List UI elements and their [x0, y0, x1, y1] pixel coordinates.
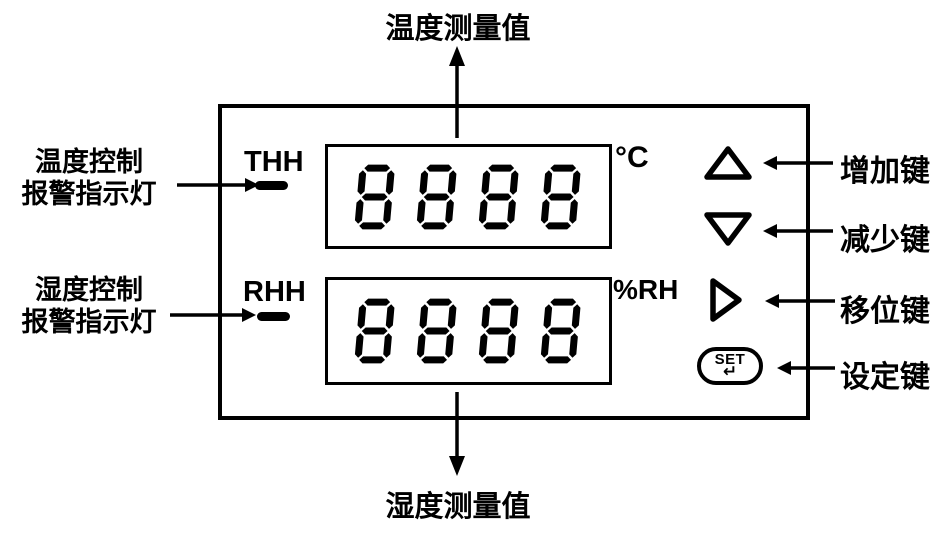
seven-segment-digit [476, 296, 520, 366]
shift-key-annotation: 移位键 [840, 295, 930, 328]
humidity-alarm-annotation-line1: 湿度控制 [35, 275, 143, 305]
seven-segment-digit [476, 162, 520, 231]
decrease-button[interactable] [702, 210, 754, 250]
temperature-value-annotation: 温度测量值 [385, 13, 531, 45]
temperature-display [325, 144, 612, 249]
triangle-up-icon [704, 146, 752, 180]
celsius-unit-label: °C [615, 141, 649, 174]
temp-alarm-annotation-line1: 温度控制 [35, 147, 143, 177]
right-arrow-icon [170, 308, 256, 322]
temp-alarm-annotation: 温度控制 报警指示灯 [14, 146, 164, 210]
percent-rh-unit-label: %RH [613, 274, 679, 305]
enter-arrow-icon: ↵ [722, 362, 738, 381]
decrease-key-annotation: 减少键 [840, 224, 930, 257]
rhh-indicator-light [257, 312, 290, 321]
humidity-alarm-annotation-line2: 报警指示灯 [21, 307, 157, 337]
humidity-value-annotation: 湿度测量值 [385, 491, 531, 523]
triangle-right-icon [710, 278, 742, 322]
set-button-label: SET [714, 351, 746, 368]
seven-segment-digit [414, 296, 458, 366]
triangle-down-icon [704, 212, 752, 246]
left-arrow-icon [763, 156, 833, 170]
humidity-display [325, 277, 612, 385]
seven-segment-digit [538, 162, 582, 231]
shift-button[interactable] [706, 275, 746, 327]
rhh-indicator-label: RHH [243, 276, 306, 308]
left-arrow-icon [763, 224, 833, 238]
set-button[interactable]: SET ↵ [697, 347, 763, 385]
seven-segment-digit [352, 296, 396, 366]
thh-indicator-light [255, 181, 288, 190]
device-panel: THH °C RHH %RH SET ↵ [218, 104, 810, 420]
temp-alarm-annotation-line2: 报警指示灯 [21, 179, 157, 209]
right-arrow-icon [177, 178, 259, 192]
seven-segment-digit [414, 162, 458, 231]
seven-segment-digit [538, 296, 582, 366]
down-arrow-icon [449, 392, 465, 476]
humidity-alarm-annotation: 湿度控制 报警指示灯 [14, 274, 164, 338]
thh-indicator-label: THH [244, 146, 304, 178]
set-key-annotation: 设定键 [840, 361, 930, 394]
left-arrow-icon [765, 294, 835, 308]
increase-key-annotation: 增加键 [840, 155, 930, 188]
seven-segment-digit [352, 162, 396, 231]
up-arrow-icon [449, 46, 465, 138]
left-arrow-icon [777, 361, 835, 375]
increase-button[interactable] [702, 142, 754, 182]
